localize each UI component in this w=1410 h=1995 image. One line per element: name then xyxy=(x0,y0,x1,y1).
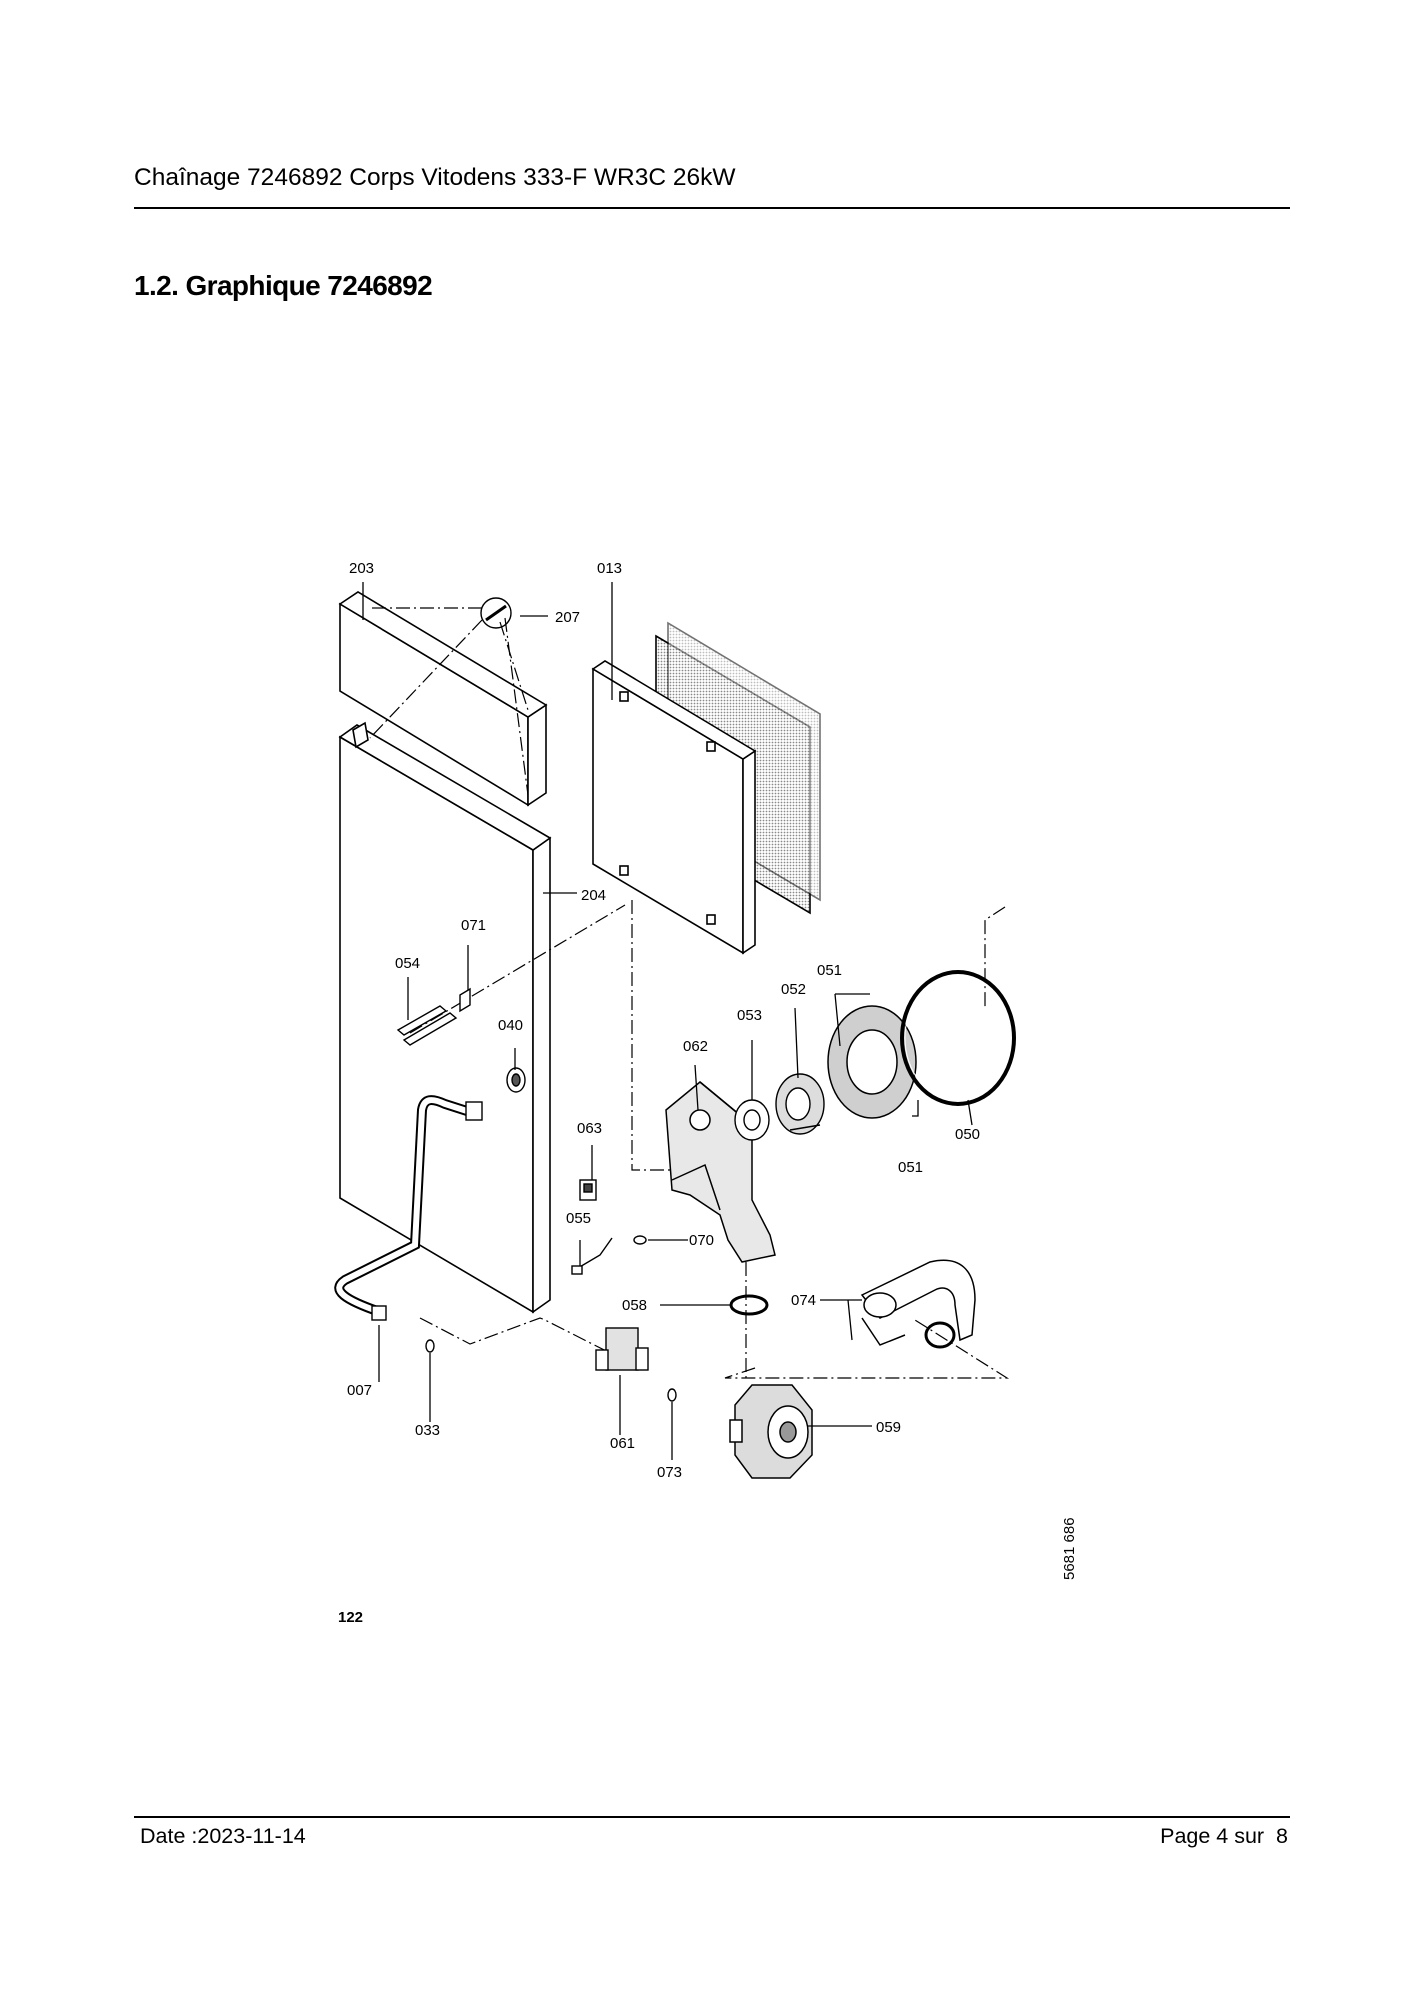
part-label: 061 xyxy=(610,1435,635,1452)
part-label: 063 xyxy=(577,1120,602,1137)
clip-part xyxy=(480,597,512,629)
part-label: 073 xyxy=(657,1464,682,1481)
bracket-054 xyxy=(396,987,471,1046)
part-label: 040 xyxy=(498,1017,523,1034)
header-divider xyxy=(134,207,1290,209)
part-label: 051 xyxy=(817,962,842,979)
part-label: 071 xyxy=(461,917,486,934)
part-label: 070 xyxy=(689,1232,714,1249)
gas-valve-061 xyxy=(595,1327,649,1371)
part-label: 052 xyxy=(781,981,806,998)
figure-number: 122 xyxy=(338,1609,363,1626)
section-heading: 1.2. Graphique 7246892 xyxy=(134,270,433,301)
burner-door xyxy=(827,1005,917,1119)
footer-divider xyxy=(134,1816,1290,1818)
part-label: 059 xyxy=(876,1419,901,1436)
siphon-hose-074 xyxy=(860,1259,976,1349)
grommet-040 xyxy=(506,1067,526,1093)
drawing-number: 5681 686 xyxy=(1061,1517,1078,1580)
side-panel xyxy=(591,660,757,955)
part-label: 050 xyxy=(955,1126,980,1143)
sensor-063 xyxy=(579,1179,597,1201)
footer-page-number: Page 4 sur 8 xyxy=(1160,1824,1288,1848)
part-label: 204 xyxy=(581,887,606,904)
part-label: 051 xyxy=(898,1159,923,1176)
part-label: 074 xyxy=(791,1292,816,1309)
part-label: 058 xyxy=(622,1297,647,1314)
burner-052 xyxy=(775,1073,825,1135)
part-label: 053 xyxy=(737,1007,762,1024)
seal-ring-050 xyxy=(900,970,1016,1106)
document-title: Chaînage 7246892 Corps Vitodens 333-F WR… xyxy=(134,164,736,191)
washer-033 xyxy=(425,1339,435,1353)
pipe-007 xyxy=(334,1095,483,1321)
o-ring-058 xyxy=(729,1294,769,1316)
part-label: 062 xyxy=(683,1038,708,1055)
part-label: 207 xyxy=(555,609,580,626)
gasket-053 xyxy=(734,1099,770,1141)
assembly-lines xyxy=(369,607,1010,1380)
part-labels: 203 013 207 204 071 054 040 051 052 053 … xyxy=(347,560,980,1481)
part-label: 055 xyxy=(566,1210,591,1227)
part-label: 033 xyxy=(415,1422,440,1439)
top-cover-panel xyxy=(338,591,548,807)
leader-lines xyxy=(362,582,973,1460)
part-label: 054 xyxy=(395,955,420,972)
footer-date: Date :2023-11-14 xyxy=(140,1824,306,1848)
ignition-electrode xyxy=(571,1235,647,1275)
part-label: 013 xyxy=(597,560,622,577)
part-label: 007 xyxy=(347,1382,372,1399)
part-label: 203 xyxy=(349,560,374,577)
fan-059 xyxy=(729,1384,813,1479)
washer-073 xyxy=(667,1388,677,1402)
